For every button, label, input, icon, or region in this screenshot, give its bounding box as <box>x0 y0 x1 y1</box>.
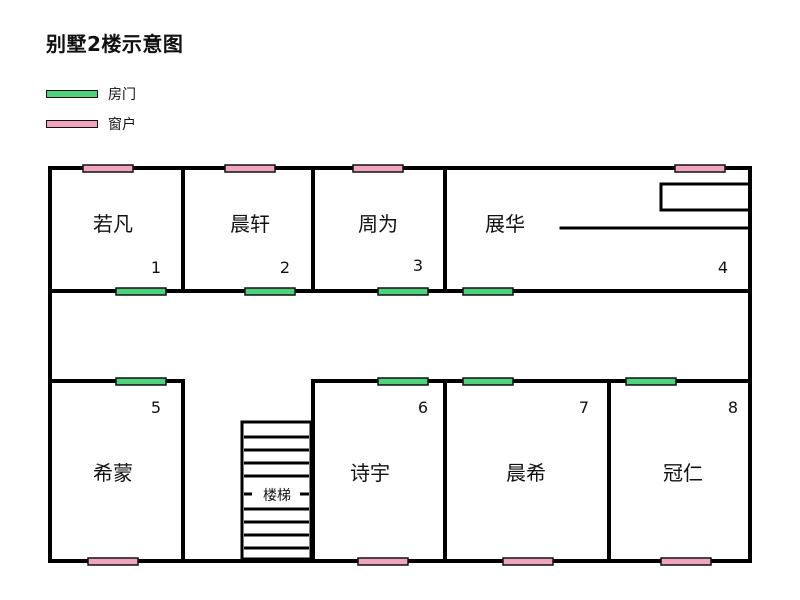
staircase <box>240 420 313 561</box>
room-name-2: 晨轩 <box>230 212 270 236</box>
page-title: 别墅2楼示意图 <box>46 32 184 56</box>
windows <box>82 164 726 566</box>
door <box>462 287 514 296</box>
room-number-6: 6 <box>418 398 428 417</box>
room-name-1: 若凡 <box>93 212 133 236</box>
window <box>352 164 404 173</box>
window-swatch <box>46 120 98 128</box>
legend-window-label: 窗户 <box>108 117 136 133</box>
room-number-4: 4 <box>718 258 728 277</box>
room-name-4: 展华 <box>485 212 525 236</box>
door <box>377 287 429 296</box>
door <box>377 377 429 386</box>
window <box>224 164 276 173</box>
window <box>660 557 712 566</box>
room-number-7: 7 <box>579 398 589 417</box>
room-name-3: 周为 <box>358 212 398 236</box>
room-number-5: 5 <box>151 398 161 417</box>
stairs-label-bg <box>252 484 302 504</box>
room-name-5: 希蒙 <box>93 461 133 485</box>
door <box>625 377 677 386</box>
window <box>674 164 726 173</box>
legend-window: 窗户 <box>46 114 136 134</box>
room-number-8: 8 <box>728 398 738 417</box>
room-number-2: 2 <box>280 258 290 277</box>
door <box>115 377 167 386</box>
doors <box>115 287 677 386</box>
window <box>357 557 409 566</box>
room-name-6: 诗宇 <box>350 461 390 485</box>
legend-door-label: 房门 <box>108 87 136 103</box>
room-number-1: 1 <box>151 258 161 277</box>
window <box>87 557 139 566</box>
stairs-label: 楼梯 <box>263 488 291 504</box>
room-numbers: 1 2 3 4 5 6 7 8 <box>151 256 738 417</box>
door <box>115 287 167 296</box>
walls <box>48 166 752 563</box>
room-name-8: 冠仁 <box>663 461 703 485</box>
stairs-frame <box>240 420 313 561</box>
door <box>462 377 514 386</box>
room-labels: 若凡 晨轩 周为 展华 希蒙 诗宇 晨希 冠仁 楼梯 <box>93 212 703 504</box>
window <box>82 164 134 173</box>
window <box>502 557 554 566</box>
room4-fixture <box>659 182 752 212</box>
legend-door: 房门 <box>46 84 136 104</box>
door <box>244 287 296 296</box>
room-name-7: 晨希 <box>506 461 546 485</box>
door-swatch <box>46 90 98 98</box>
room-number-3: 3 <box>413 256 423 275</box>
